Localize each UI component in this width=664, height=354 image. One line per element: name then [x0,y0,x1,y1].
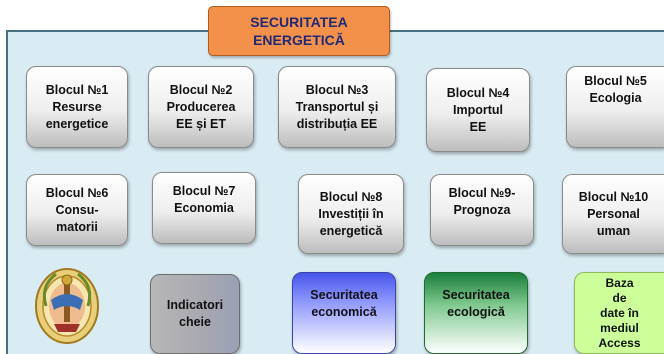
block-5-label: Blocul №5 [584,74,647,88]
access-database-box: Baza de date în mediul Access [574,272,664,354]
ecological-security-box: Securitatea ecologică [424,272,528,354]
block-2: Blocul №2 Producerea EE și ET [148,66,254,148]
block-10-label: Blocul №10 [578,189,649,204]
block-3: Blocul №3 Transportul și distribuția EE [278,66,396,148]
block-9: Blocul №9- Prognoza [430,174,534,246]
access-database-line-2: de [612,290,627,305]
indicators-line-2: cheie [179,315,211,329]
title-box: SECURITATEA ENERGETICĂ [208,6,390,56]
block-4-line-2: Importul [453,102,503,117]
block-4-label: Blocul №4 [446,85,510,100]
indicators-box: Indicatori cheie [150,274,240,354]
economic-security-line-1: Securitatea [310,288,378,302]
ecological-security-line-1: Securitatea [442,288,510,302]
block-3-line-3: distribuția EE [296,116,378,131]
block-7: Blocul №7 Economia [152,172,256,244]
block-5: Blocul №5 Ecologia [566,66,664,148]
block-7-label: Blocul №7 [172,184,236,198]
block-9-label: Blocul №9- [448,186,516,200]
access-database-line-3: date în [600,305,639,320]
block-4: Blocul №4 Importul EE [426,68,530,152]
block-8-line-3: energetică [319,223,383,238]
block-10-line-2: Personal [587,206,640,221]
block-4-line-3: EE [469,119,487,134]
economic-security-line-2: economică [311,305,377,319]
block-2-line-3: EE și ET [175,116,227,131]
block-2-line-2: Producerea [166,99,236,114]
block-10: Blocul №10 Personal uman [562,174,664,254]
block-5-line-2: Ecologia [589,91,642,105]
title-line-2: ENERGETICĂ [253,32,345,48]
access-database-line-5: Access [598,335,641,350]
block-3-label: Blocul №3 [305,82,369,97]
economic-security-box: Securitatea economică [292,272,396,354]
block-10-line-3: uman [596,223,631,238]
block-8: Blocul №8 Investiții în energetică [298,174,404,254]
block-9-line-2: Prognoza [453,203,511,217]
block-6-line-3: matorii [56,219,98,234]
block-1-line-3: energetice [45,116,109,131]
access-database-line-1: Baza [605,275,634,290]
university-emblem-icon [34,266,100,346]
block-6-label: Blocul №6 [45,185,109,200]
ecological-security-line-2: ecologică [447,305,505,319]
access-database-line-4: mediul [600,320,639,335]
block-6-line-2: Consu- [55,202,99,217]
block-1: Blocul №1 Resurse energetice [26,66,128,148]
block-1-line-2: Resurse [52,99,102,114]
block-6: Blocul №6 Consu- matorii [26,174,128,246]
title-line-1: SECURITATEA [250,14,348,30]
indicators-line-1: Indicatori [166,298,224,312]
block-2-label: Blocul №2 [169,82,233,97]
block-7-line-2: Economia [174,201,234,215]
block-1-label: Blocul №1 [45,82,109,97]
block-8-label: Blocul №8 [319,189,383,204]
block-3-line-2: Transportul și [295,99,379,114]
block-8-line-2: Investiții în [318,206,384,221]
